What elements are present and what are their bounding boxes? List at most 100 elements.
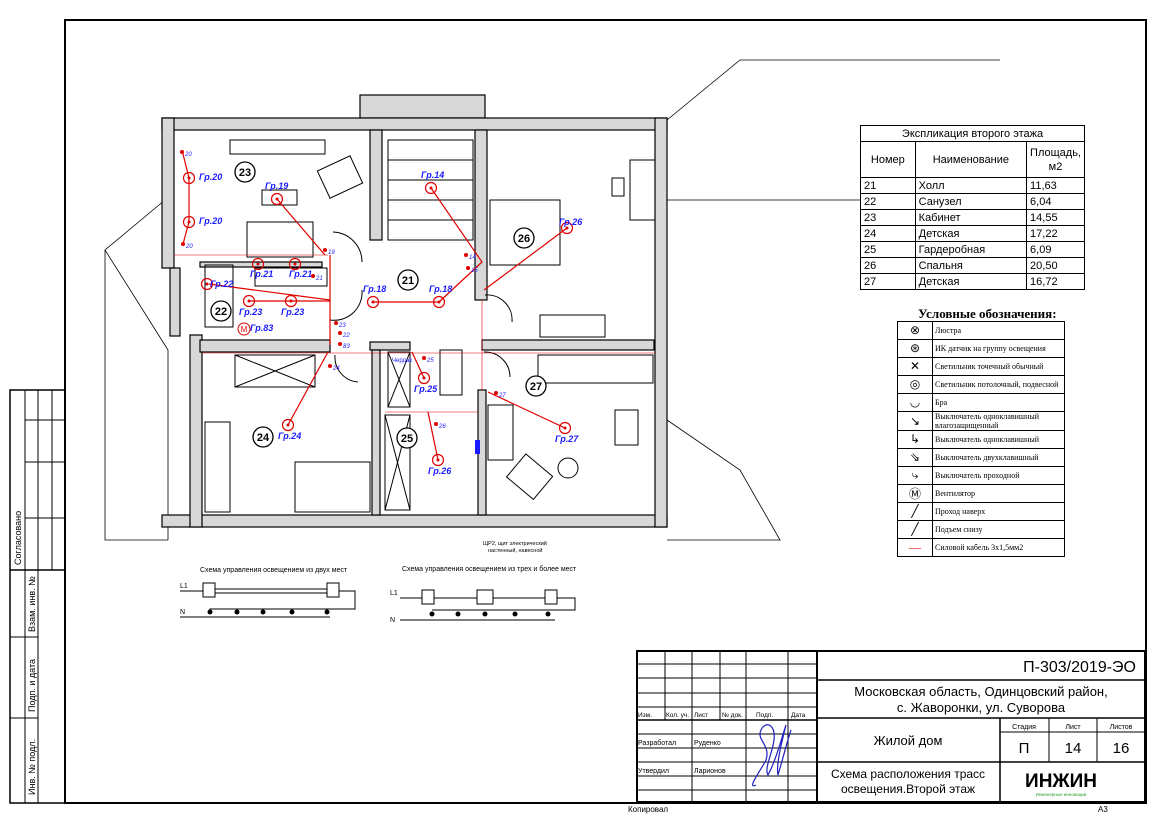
switch-icon: 20 xyxy=(180,150,192,158)
fixture-group-label: Гр.22 xyxy=(210,279,233,289)
ceiling-light-icon xyxy=(281,418,295,432)
light-fixture: Гр.20 xyxy=(182,171,222,185)
switch-icon: 26 xyxy=(434,422,446,430)
developed-label: Разработал xyxy=(638,739,676,747)
light-fixture: Гр.27 xyxy=(555,421,579,444)
switch-icon: 20 xyxy=(181,242,193,250)
scheme-lamp-markers xyxy=(207,609,551,617)
room-area-cell: 6,09 xyxy=(1026,241,1085,258)
legend-row: ◡Бра xyxy=(897,393,1065,412)
ceiling-light-dot xyxy=(565,226,569,230)
ceiling-light-icon xyxy=(182,171,196,185)
approved-name: Ларионов xyxy=(694,768,726,775)
switch-icon: 15 xyxy=(466,266,478,274)
format-label: А3 xyxy=(1098,805,1108,814)
attic-label: Чердак xyxy=(392,358,412,364)
scheme-three-n: N xyxy=(390,617,395,624)
switch-mark: 23 xyxy=(338,323,346,329)
fixture-group-label: Гр.26 xyxy=(559,217,583,227)
sconce-icon: ◡ xyxy=(897,393,933,412)
approved-label: Утвердил xyxy=(638,768,669,775)
scheme-two-n: N xyxy=(180,609,185,616)
room-number: 25 xyxy=(401,433,413,445)
col-doc: № док. xyxy=(722,712,743,719)
room-area-cell: 20,50 xyxy=(1026,257,1085,274)
light-fixture: Гр.23 xyxy=(281,294,304,317)
scheme-two-title: Схема управления освещением из двух мест xyxy=(200,567,348,574)
address-line-1: Московская область, Одинцовский район, xyxy=(854,684,1107,699)
explication-title: Экспликация второго этажа xyxy=(860,125,1085,142)
stamp-replace-inv: Взам. инв. № xyxy=(27,576,37,632)
sheet-value: 14 xyxy=(1065,740,1082,757)
fixture-group-label: Гр.19 xyxy=(265,181,288,191)
col-qty: Кол. уч. xyxy=(666,712,689,719)
ceiling-light-icon xyxy=(424,181,438,195)
ceiling-light-dot xyxy=(437,300,441,304)
legend-label: Проход наверх xyxy=(932,502,1065,521)
switch-mark: 26 xyxy=(438,424,446,430)
stamp-sign-date: Подп. и дата xyxy=(27,659,37,712)
room-name-cell: Кабинет xyxy=(914,209,1028,226)
fixture-group-label: Гр.18 xyxy=(429,284,452,294)
room-marker: 23 xyxy=(234,161,256,183)
switch-mark: 83 xyxy=(343,344,350,350)
room-name-cell: Холл xyxy=(914,177,1028,194)
legend-title: Условные обозначения: xyxy=(918,306,1057,321)
legend-row: ⇘Выключатель двухклавишный xyxy=(897,448,1065,467)
fixture-group-label: Гр.21 xyxy=(289,269,312,279)
col-sign: Подп. xyxy=(756,712,773,719)
cable-icon: — xyxy=(897,538,933,557)
fixture-group-label: Гр.23 xyxy=(239,307,262,317)
legend-label: Выключатель проходной xyxy=(932,466,1065,485)
legend-label: Светильник точечный обычный xyxy=(932,357,1065,376)
roof-outline xyxy=(104,59,1000,541)
fan-icon xyxy=(237,322,251,336)
switch-mark: 19 xyxy=(328,250,335,256)
legend-label: Выключатель одноклавишный xyxy=(932,430,1065,449)
sheet-title-2: освещения.Второй этаж xyxy=(841,782,975,796)
legend-row: ⊗Люстра xyxy=(897,321,1065,340)
light-fixture: Гр.26 xyxy=(559,217,583,235)
light-fixture: Гр.23 xyxy=(239,294,262,317)
ceiling-light-icon xyxy=(200,277,214,291)
room-number: 22 xyxy=(215,306,227,318)
legend-label: Подъем снизу xyxy=(932,520,1065,539)
fixture-group-label: Гр.20 xyxy=(199,172,222,182)
ceiling-light-dot xyxy=(422,376,426,380)
sheet-title-1: Схема расположения трасс xyxy=(831,767,985,781)
room-name-cell: Детская xyxy=(914,225,1028,242)
room-number: 24 xyxy=(257,432,270,444)
stamp-inv-orig: Инв. № подл. xyxy=(27,739,37,795)
developed-name: Руденко xyxy=(694,740,721,747)
room-number: 26 xyxy=(518,233,530,245)
legend-table: ⊗Люстра⊛ИК датчик на группу освещения✕Св… xyxy=(897,321,1065,557)
explication-table: Экспликация второго этажа Номер Наименов… xyxy=(860,125,1085,290)
fixture-group-label: Гр.24 xyxy=(278,431,301,441)
title-block: Изм. Кол. уч. Лист № док. Подп. Дата Раз… xyxy=(636,650,1146,803)
legend-label: ИК датчик на группу освещения xyxy=(932,339,1065,358)
ceiling-light-icon xyxy=(242,294,256,308)
signature xyxy=(752,724,792,787)
col-change: Изм. xyxy=(638,712,652,719)
ceiling-light-icon xyxy=(560,221,574,235)
scheme-three-title: Схема управления освещением из трех и бо… xyxy=(402,565,577,573)
switch-mark: 15 xyxy=(471,268,478,274)
room-area-cell: 11,63 xyxy=(1026,177,1085,194)
light-fixture: Гр.22 xyxy=(200,277,233,291)
room-area-cell: 6,04 xyxy=(1026,193,1085,210)
ceiling-light-icon: ◎ xyxy=(897,375,933,394)
light-fixture: Гр.18 xyxy=(429,284,452,309)
switch-icon: 22 xyxy=(338,331,350,339)
col-number: Номер xyxy=(860,141,916,178)
switch-icon: 83 xyxy=(338,342,350,350)
legend-label: Светильник потолочный, подвесной xyxy=(932,375,1065,394)
ir-sensor-icon: ⊛ xyxy=(897,339,933,358)
sheet-label: Лист xyxy=(1065,724,1081,731)
rise-below-icon: ╱ xyxy=(897,520,933,539)
room-number-cell: 26 xyxy=(860,257,916,274)
room-number-cell: 22 xyxy=(860,193,916,210)
